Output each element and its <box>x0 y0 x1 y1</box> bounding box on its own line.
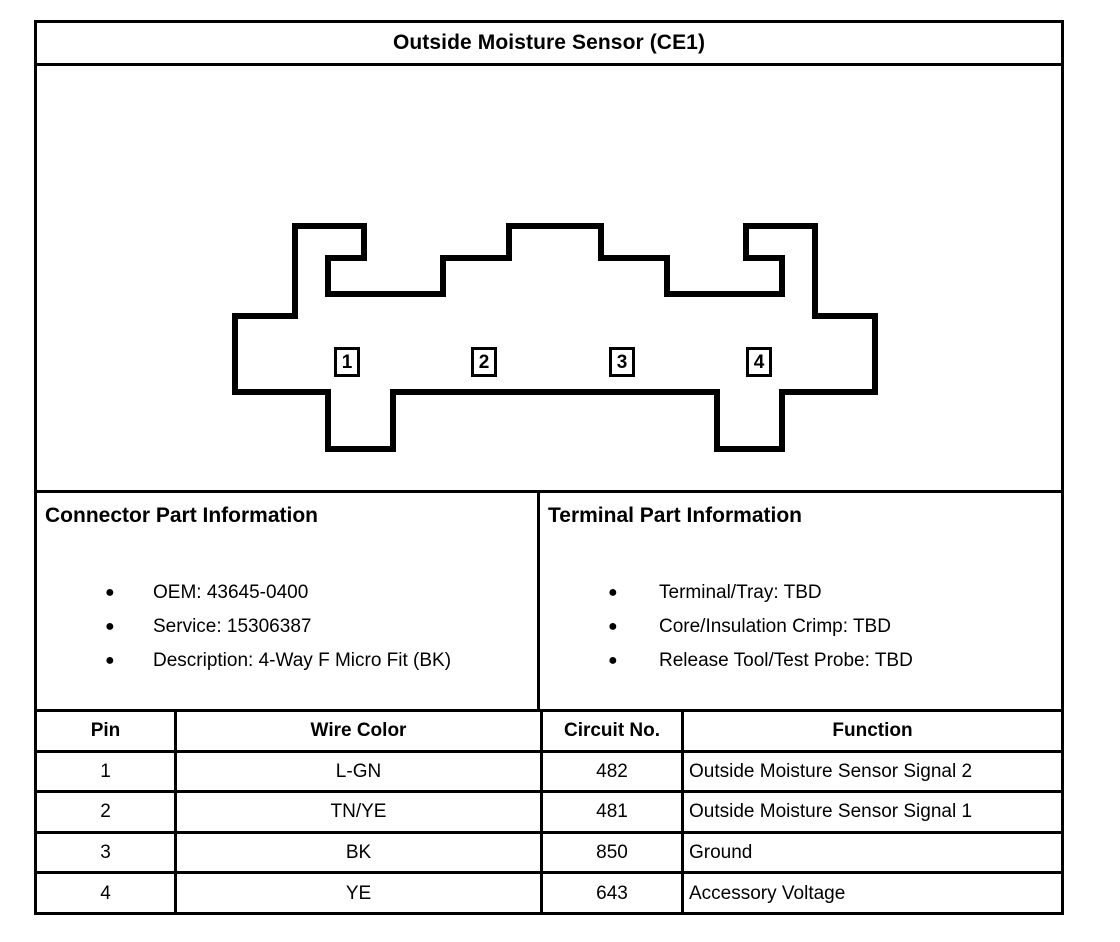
cell-circuit-no: 481 <box>543 793 684 831</box>
pin-marker-label: 4 <box>753 351 765 373</box>
pin-marker-1: 1 <box>334 347 360 377</box>
table-row: 3 BK 850 Ground <box>37 833 1061 875</box>
connector-drawing-area: 1 2 3 4 <box>37 66 1061 493</box>
cell-function: Ground <box>689 842 753 864</box>
cell-wire-color: YE <box>177 874 543 912</box>
connector-part-information-panel: Connector Part Information ● OEM: 43645-… <box>37 493 540 709</box>
bullet-icon: ● <box>608 652 618 670</box>
list-item-label: Core/Insulation Crimp: TBD <box>659 616 891 638</box>
list-item-label: Description: 4-Way F Micro Fit (BK) <box>153 650 452 672</box>
list-item: ● Terminal/Tray: TBD <box>546 576 1061 610</box>
table-row: 4 YE 643 Accessory Voltage <box>37 874 1061 912</box>
connector-body-outline <box>232 223 878 452</box>
cell-pin: 1 <box>37 752 177 791</box>
title-bar: Outside Moisture Sensor (CE1) <box>37 23 1061 66</box>
list-item-label: Release Tool/Test Probe: TBD <box>659 650 913 672</box>
cell-pin: 3 <box>37 833 177 872</box>
column-header-pin: Pin <box>37 712 177 750</box>
pin-marker-label: 3 <box>616 351 628 373</box>
cell-circuit-no: 482 <box>543 752 684 791</box>
pin-marker-3: 3 <box>609 347 635 377</box>
bullet-icon: ● <box>105 652 115 670</box>
cell-circuit-no: 643 <box>543 874 684 912</box>
column-header-wire-color: Wire Color <box>177 712 543 750</box>
pin-marker-2: 2 <box>471 347 497 377</box>
connector-datasheet: Outside Moisture Sensor (CE1) 1 2 3 4 Co… <box>34 20 1064 915</box>
list-item: ● OEM: 43645-0400 <box>43 576 537 610</box>
connector-outline-svg <box>232 223 878 452</box>
cell-function: Outside Moisture Sensor Signal 1 <box>689 801 973 823</box>
cell-wire-color: L-GN <box>177 752 543 791</box>
cell-function: Accessory Voltage <box>689 882 846 904</box>
terminal-part-information-list: ● Terminal/Tray: TBD ● Core/Insulation C… <box>546 576 1061 678</box>
page-title: Outside Moisture Sensor (CE1) <box>392 31 706 54</box>
cell-function: Outside Moisture Sensor Signal 2 <box>689 760 973 782</box>
cell-pin: 4 <box>37 874 177 912</box>
bullet-icon: ● <box>608 618 618 636</box>
list-item-label: Service: 15306387 <box>153 616 312 638</box>
pin-marker-label: 2 <box>478 351 490 373</box>
cell-pin: 2 <box>37 793 177 831</box>
connector-part-information-heading: Connector Part Information <box>45 504 319 527</box>
column-header-function: Function <box>832 720 913 742</box>
pin-assignment-table: Pin Wire Color Circuit No. Function 1 L-… <box>37 712 1061 912</box>
table-row: 2 TN/YE 481 Outside Moisture Sensor Sign… <box>37 793 1061 834</box>
table-header-row: Pin Wire Color Circuit No. Function <box>37 712 1061 753</box>
cell-wire-color: BK <box>177 833 543 872</box>
terminal-part-information-heading: Terminal Part Information <box>548 504 802 527</box>
cell-circuit-no: 850 <box>543 833 684 872</box>
list-item: ● Description: 4-Way F Micro Fit (BK) <box>43 644 537 678</box>
table-row: 1 L-GN 482 Outside Moisture Sensor Signa… <box>37 752 1061 794</box>
pin-marker-4: 4 <box>746 347 772 377</box>
list-item-label: Terminal/Tray: TBD <box>659 582 822 604</box>
list-item: ● Core/Insulation Crimp: TBD <box>546 610 1061 644</box>
part-information-row: Connector Part Information ● OEM: 43645-… <box>37 493 1061 712</box>
bullet-icon: ● <box>608 584 618 602</box>
bullet-icon: ● <box>105 584 115 602</box>
cell-wire-color: TN/YE <box>177 793 543 831</box>
list-item: ● Service: 15306387 <box>43 610 537 644</box>
list-item: ● Release Tool/Test Probe: TBD <box>546 644 1061 678</box>
connector-part-information-list: ● OEM: 43645-0400 ● Service: 15306387 ● … <box>43 576 537 678</box>
column-header-circuit-no: Circuit No. <box>543 712 684 750</box>
terminal-part-information-panel: Terminal Part Information ● Terminal/Tra… <box>540 493 1061 709</box>
pin-marker-label: 1 <box>341 351 353 373</box>
bullet-icon: ● <box>105 618 115 636</box>
list-item-label: OEM: 43645-0400 <box>153 582 309 604</box>
